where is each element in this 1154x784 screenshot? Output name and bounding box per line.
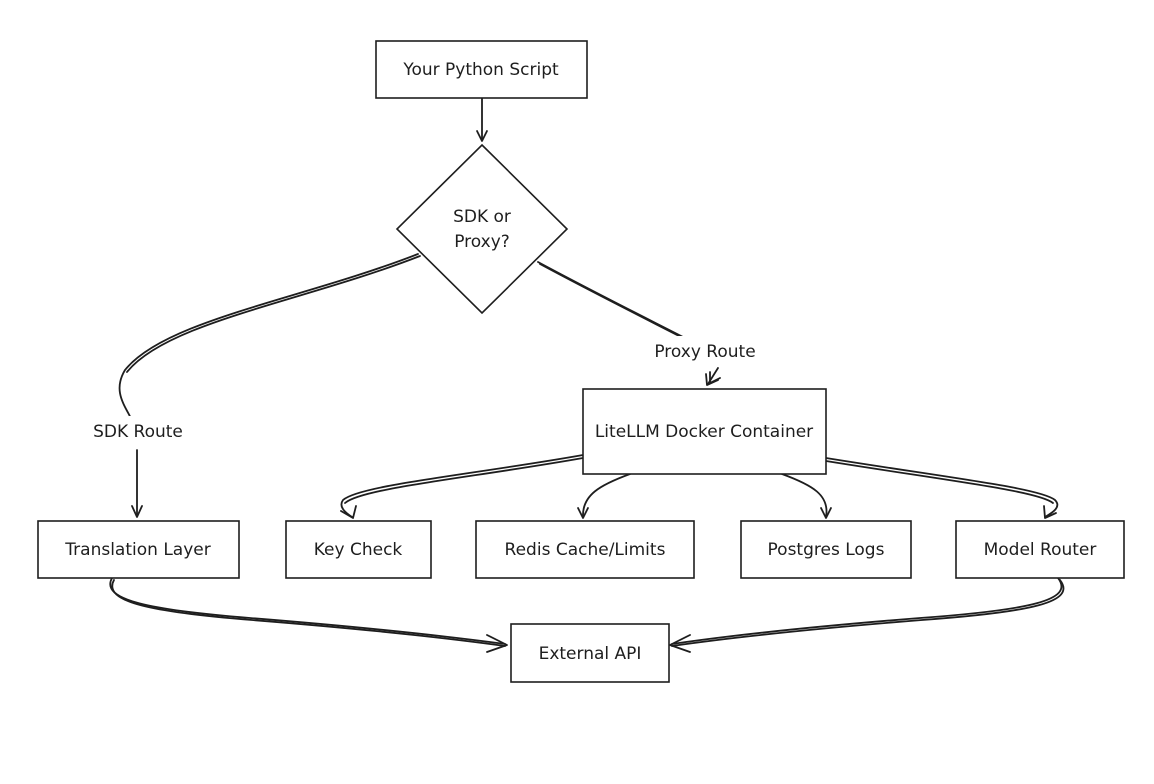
node-external-api: External API [510, 623, 670, 683]
node-redis: Redis Cache/Limits [475, 520, 695, 579]
edge-script-to-decision [476, 97, 488, 142]
redis-label: Redis Cache/Limits [505, 540, 666, 560]
edge-model-router-to-external-api [669, 577, 1065, 653]
external-api-label: External API [539, 644, 642, 664]
node-translation-layer: Translation Layer [37, 520, 240, 579]
postgres-label: Postgres Logs [768, 540, 885, 560]
node-docker-container: LiteLLM Docker Container [582, 388, 827, 475]
edge-docker-to-redis [577, 473, 631, 519]
decision-label-line2: Proxy? [454, 232, 510, 252]
key-check-label: Key Check [314, 540, 403, 560]
node-python-script: Your Python Script [375, 40, 588, 99]
node-key-check: Key Check [285, 520, 432, 579]
docker-container-label: LiteLLM Docker Container [595, 422, 813, 442]
edge-sdk-route [118, 253, 421, 518]
proxy-route-label-mask [640, 336, 770, 366]
sdk-route-label: SDK Route [93, 422, 183, 442]
edge-docker-to-key-check [340, 454, 584, 519]
node-postgres: Postgres Logs [740, 520, 912, 579]
node-decision: SDK or Proxy? [395, 143, 569, 315]
node-model-router: Model Router [955, 520, 1125, 579]
translation-layer-label: Translation Layer [64, 540, 210, 560]
edge-docker-to-postgres [781, 473, 832, 519]
model-router-label: Model Router [984, 540, 1097, 560]
edge-translation-to-external-api [109, 577, 508, 653]
edge-proxy-route [537, 261, 721, 386]
proxy-route-label: Proxy Route [654, 342, 755, 362]
decision-label-line1: SDK or [453, 207, 511, 227]
edge-docker-to-model-router [825, 457, 1059, 519]
python-script-label: Your Python Script [402, 60, 559, 80]
sdk-route-label-mask [84, 416, 194, 446]
